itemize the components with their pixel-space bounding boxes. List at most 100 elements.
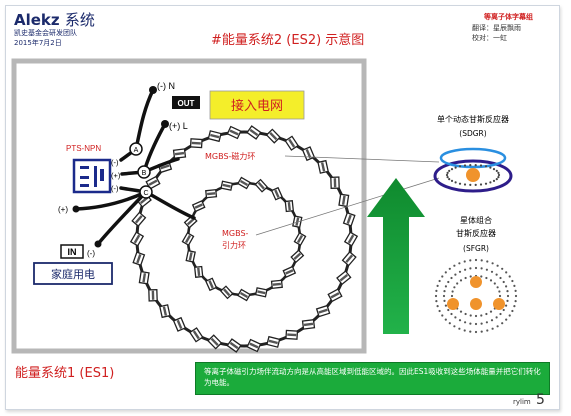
sfgr-dot — [489, 279, 493, 282]
sfgr-dot — [480, 314, 483, 317]
sfgr-dot — [469, 330, 472, 333]
sdgr-dot — [479, 164, 483, 167]
sfgr-dot — [491, 327, 494, 330]
sfgr-dot — [501, 322, 504, 325]
household-label: 家庭用电 — [51, 267, 95, 281]
sfgr-dot — [502, 308, 505, 312]
sfgr-dot — [480, 267, 483, 270]
sfgr-dot — [436, 305, 439, 308]
sfgr-dot — [506, 299, 509, 302]
sfgr-dot — [448, 267, 451, 270]
sdgr-code: (SDGR) — [459, 129, 486, 138]
sdgr-dot — [450, 168, 454, 171]
coil-segment-band — [285, 269, 294, 275]
sfgr-dot — [450, 312, 453, 316]
coil-segment-band — [239, 179, 249, 187]
sfgr-code: (SFGR) — [463, 244, 489, 253]
coil-segment-band — [229, 341, 239, 350]
grid-label: 接入电网 — [231, 98, 283, 114]
credit-translator: 翻译：星辰飘雨 — [472, 24, 521, 32]
sfgr-dot — [464, 312, 467, 316]
coil-segment-band — [346, 214, 352, 224]
brand-name: Alekz 系统 — [14, 9, 95, 30]
up-arrow — [367, 178, 425, 334]
mgbs-gravity-label-2: 引力环 — [222, 240, 246, 250]
sfgr-dot — [499, 276, 502, 280]
sfgr-dot — [508, 275, 511, 278]
coil-segment-band — [136, 254, 142, 264]
sfgr-dot — [486, 260, 489, 263]
sfgr-dot — [508, 314, 511, 317]
n-label: (-) N — [157, 81, 175, 91]
coil-segment-band — [134, 215, 143, 224]
sdgr-dot — [454, 166, 457, 169]
sfgr-dot — [458, 319, 462, 322]
coil-segment-band — [188, 252, 193, 261]
sfgr-title-2: 甘斯反应器 — [456, 228, 496, 238]
sdgr-dot — [463, 183, 467, 186]
out-box — [172, 96, 200, 109]
sfgr-dot — [469, 275, 472, 278]
coil-segment-band — [229, 129, 239, 136]
sfgr-dot — [474, 322, 478, 326]
sfgr-dot — [464, 276, 467, 280]
sfgr-dot — [485, 312, 488, 316]
sfgr-dot — [459, 310, 463, 313]
sdgr-dot — [463, 164, 467, 167]
sfgr-reactor — [434, 258, 518, 334]
terminal-b — [137, 165, 151, 179]
sdgr-dot — [469, 164, 472, 167]
sfgr-dot — [474, 314, 478, 318]
slide: Alekz 系统 凯史基金会研发团队 2015年7月2日 #能量系统2 (ES2… — [5, 5, 560, 410]
coil-segment-band — [287, 333, 297, 337]
coil-segment-band — [333, 178, 337, 188]
terminal-l-dot — [161, 120, 169, 128]
pts-pin-minus-top: (-) — [111, 158, 119, 167]
sfgr-core-right — [493, 298, 505, 310]
pts-npn-symbol — [80, 166, 104, 187]
sfgr-dot — [434, 294, 438, 298]
sdgr-dot — [495, 178, 498, 181]
sdgr-title: 单个动态甘斯反应器 — [437, 114, 509, 124]
coil-segment-band — [162, 306, 168, 316]
sdgr-dot-ring — [445, 164, 501, 186]
coil-segment-band — [318, 308, 328, 314]
sfgr-dot — [444, 271, 447, 274]
sfgr-dot — [480, 275, 483, 278]
sfgr-dot — [441, 314, 444, 317]
coil-segment-band — [191, 141, 201, 145]
grid-box — [209, 90, 305, 120]
sfgr-dot — [513, 284, 516, 287]
coil-segment-band — [148, 179, 158, 186]
sfgr-dot — [480, 322, 483, 325]
sfgr-dot — [513, 305, 516, 308]
coil-segment-band — [269, 132, 278, 141]
in-plus-dot — [72, 205, 80, 213]
in-minus-label: (-) — [87, 249, 95, 258]
sfgr-dot — [458, 262, 461, 265]
sdgr-dot — [492, 168, 496, 171]
coil-track — [186, 181, 302, 297]
coil-segment-band — [296, 234, 304, 244]
coil-segment-band — [210, 133, 220, 139]
pts-npn-label: PTS-NPN — [66, 144, 101, 153]
sdgr-dot — [497, 171, 500, 174]
footer-brand: rylim — [513, 398, 531, 406]
sfgr-dot — [448, 322, 451, 325]
sfgr-dot — [485, 276, 488, 280]
sfgr-dot — [506, 290, 509, 293]
es2-diagram: A B C (-) N OUT (+) L 接入电网 PTS-NPN (-) (… — [11, 58, 518, 354]
sfgr-dot — [453, 286, 456, 289]
coil-segment-band — [206, 192, 216, 196]
sfgr-dot — [514, 294, 518, 298]
sfgr-core-middle — [470, 298, 482, 310]
sfgr-dot — [511, 279, 514, 283]
sfgr-dot — [438, 279, 441, 283]
sfgr-dot — [450, 294, 454, 298]
sfgr-dot — [501, 267, 504, 270]
sfgr-dot — [469, 267, 472, 270]
sfgr-dot — [491, 262, 494, 265]
sfgr-dot — [464, 321, 467, 324]
coil-segment-band — [293, 252, 302, 260]
